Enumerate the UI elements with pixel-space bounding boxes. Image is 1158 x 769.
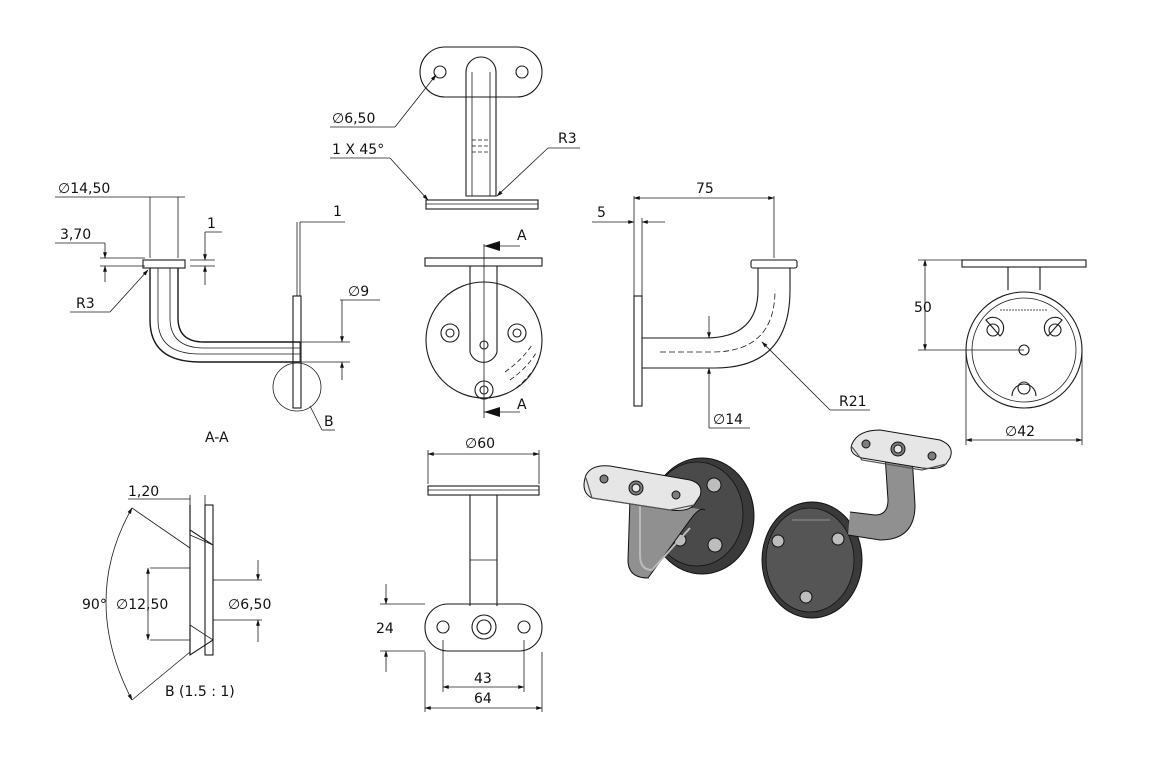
dim-5: 5 — [597, 205, 606, 221]
dim-50: 50 — [914, 300, 932, 316]
dim-hole-top: ∅6,50 — [332, 111, 375, 127]
chamfer-label: 1 X 45° — [332, 142, 384, 158]
dim-64: 64 — [474, 691, 492, 707]
detail-diam-12-50: ∅12,50 — [116, 597, 168, 613]
dim-43: 43 — [474, 671, 492, 687]
top-view — [330, 46, 580, 210]
front-view — [424, 241, 543, 418]
dim-24: 24 — [376, 621, 394, 637]
dim-diam-60: ∅60 — [465, 436, 495, 452]
detail-view-b — [105, 495, 262, 701]
section-arrow-top: A — [517, 228, 527, 244]
dim-diam-14: ∅14 — [713, 412, 743, 428]
detail-callout: B — [324, 414, 334, 430]
side-view — [592, 196, 870, 429]
section-view — [55, 196, 380, 431]
section-label: A-A — [205, 430, 229, 446]
isometric-render-1 — [583, 457, 755, 579]
section-arrow-bottom: A — [517, 397, 527, 413]
dim-1-right: 1 — [333, 204, 342, 220]
detail-diam-6-50: ∅6,50 — [228, 597, 271, 613]
radius-left-label: R3 — [76, 296, 95, 312]
radius-top-label: R3 — [558, 131, 577, 147]
detail-1-20: 1,20 — [128, 484, 159, 500]
detail-angle: 90° — [82, 597, 107, 613]
dim-3-70: 3,70 — [60, 227, 91, 243]
detail-title: B (1.5 : 1) — [165, 684, 235, 700]
dim-diam-9: ∅9 — [348, 284, 369, 300]
dim-75: 75 — [696, 181, 714, 197]
dim-diam-42: ∅42 — [1005, 424, 1035, 440]
radius-21-label: R21 — [839, 394, 867, 410]
dim-1-left: 1 — [207, 216, 216, 232]
isometric-render-2 — [761, 429, 952, 619]
dim-flange-diam: ∅14,50 — [58, 181, 110, 197]
back-view — [918, 259, 1087, 445]
bottom-view — [380, 450, 543, 712]
